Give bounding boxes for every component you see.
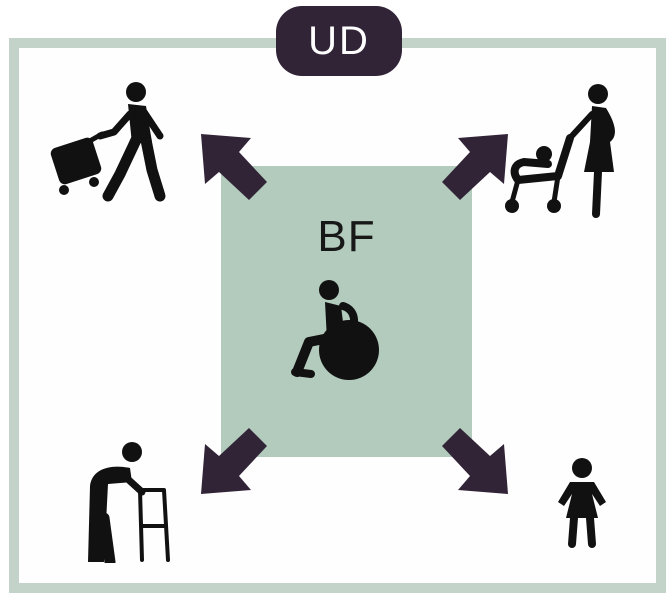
- parent-with-stroller-icon: [505, 84, 615, 218]
- wheelchair-user-icon: [291, 280, 379, 380]
- arrow-up-right: [442, 134, 508, 200]
- ud-label: UD: [308, 18, 370, 63]
- elderly-with-walker-icon: [88, 442, 170, 563]
- arrow-up-left: [201, 134, 267, 200]
- bf-box: BF: [221, 166, 472, 457]
- child-icon: [558, 458, 606, 548]
- arrow-down-left: [201, 428, 267, 494]
- bf-label: BF: [317, 212, 376, 261]
- ud-badge: UD: [276, 6, 402, 76]
- arrow-down-right: [442, 428, 508, 494]
- traveler-with-luggage-icon: [50, 82, 166, 202]
